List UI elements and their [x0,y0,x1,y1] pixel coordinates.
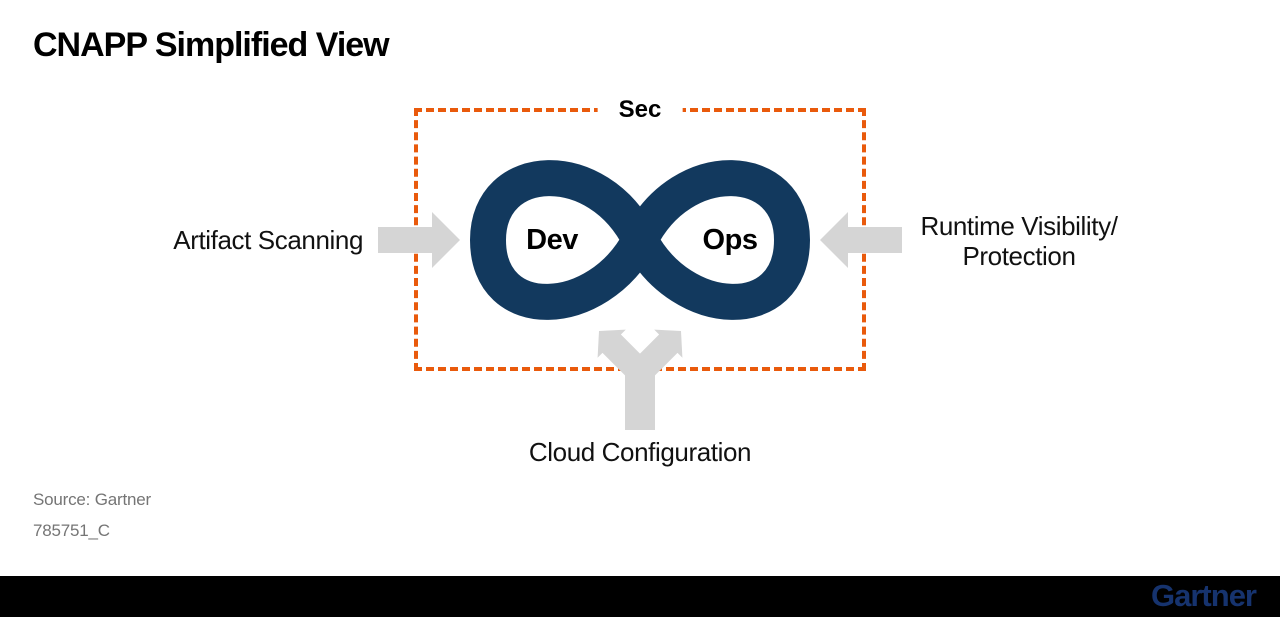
sec-label: Sec [597,96,683,123]
dev-label: Dev [526,224,578,256]
runtime-visibility-line1: Runtime Visibility/ [920,211,1118,241]
gartner-logo: Gartner [1151,578,1257,613]
brand-bar: Gartner [0,576,1280,617]
source-attribution: Source: Gartner [33,490,151,509]
ops-label: Ops [702,224,758,256]
page-title: CNAPP Simplified View [33,26,390,64]
arrow-right-icon [378,212,460,268]
arrow-left-icon [820,212,902,268]
runtime-visibility-label: Runtime Visibility/ Protection [903,211,1135,271]
artifact-scanning-label: Artifact Scanning [173,225,363,255]
merge-arrow-up-icon [597,329,683,430]
infinity-loop-icon [470,160,810,320]
document-id: 785751_C [33,521,110,540]
runtime-visibility-line2: Protection [962,241,1076,271]
cloud-configuration-label: Cloud Configuration [528,437,752,467]
